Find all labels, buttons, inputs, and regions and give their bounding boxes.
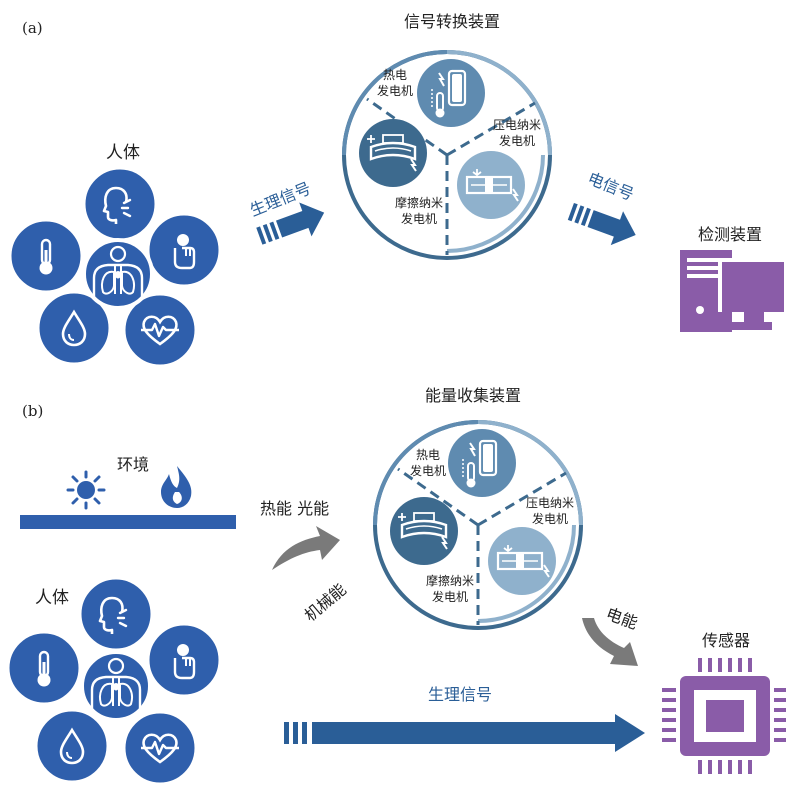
seg-piezo-2-b: 发电机 — [532, 511, 568, 526]
seg-tribo-1-a: 摩擦纳米 — [395, 195, 443, 210]
physio-signal-arrow-a: 生理信号 — [247, 179, 325, 245]
flame-icon — [161, 466, 192, 508]
seg-piezo-2-a: 发电机 — [499, 133, 535, 148]
breath-head-icon — [78, 576, 154, 652]
tribo-generator-b: 摩擦纳米 发电机 — [390, 497, 474, 604]
seg-tribo-1-b: 摩擦纳米 — [426, 573, 474, 588]
heart-pulse-icon — [122, 292, 198, 368]
chip-icon: 传感器 — [662, 631, 786, 774]
panel-b-tag: (b) — [22, 402, 43, 420]
seg-thermo-1-b: 热电 — [416, 448, 440, 462]
water-drop-icon — [36, 290, 112, 366]
computer-icon: 检测装置 — [680, 225, 784, 332]
piezo-generator-b: 压电纳米 发电机 — [488, 496, 574, 595]
panel-a-tag: (a) — [22, 19, 43, 37]
electric-signal-arrow-a: 电信号 — [567, 169, 637, 246]
lungs-body-icon — [80, 650, 152, 722]
thermometer-icon — [6, 630, 82, 706]
mech-label: 机械能 — [301, 580, 350, 625]
seg-tribo-2-b: 发电机 — [432, 589, 468, 604]
sensor-label: 传感器 — [702, 631, 750, 650]
human-label-a: 人体 — [106, 143, 140, 163]
seg-thermo-1-a: 热电 — [383, 68, 407, 82]
harvester-title: 能量收集装置 — [425, 386, 521, 405]
elec-label: 电能 — [604, 604, 641, 633]
heart-pulse-icon — [122, 710, 198, 785]
sun-icon — [66, 470, 106, 510]
ground-bar — [20, 515, 236, 529]
seg-piezo-1-b: 压电纳米 — [526, 496, 574, 510]
thermo-generator-a: 热电 发电机 — [377, 59, 485, 127]
seg-tribo-2-a: 发电机 — [401, 211, 437, 226]
seg-thermo-2-b: 发电机 — [410, 463, 446, 478]
piezo-generator-a: 压电纳米 发电机 — [457, 118, 541, 219]
detector-label: 检测装置 — [698, 225, 762, 244]
touch-hand-icon — [146, 622, 222, 698]
energy-input-arrow: 热能 光能 机械能 — [260, 499, 350, 625]
seg-piezo-1-a: 压电纳米 — [493, 118, 541, 132]
energy-harvester: 能量收集装置 热电 发电机 摩擦纳米 发电机 压电纳米 发电机 — [373, 386, 583, 630]
human-label-b: 人体 — [35, 588, 69, 608]
heat-light-label: 热能 光能 — [260, 499, 329, 518]
arrow2-label-a: 电信号 — [585, 169, 637, 205]
human-cluster-b: 人体 — [6, 576, 222, 785]
seg-thermo-2-a: 发电机 — [377, 83, 413, 98]
water-drop-icon — [34, 708, 110, 784]
physio-signal-arrow-b: 生理信号 — [284, 685, 645, 752]
thermo-generator-b: 热电 发电机 — [410, 429, 516, 497]
thermometer-icon — [8, 218, 84, 294]
env-label: 环境 — [117, 455, 149, 474]
converter-title: 信号转换装置 — [404, 12, 500, 31]
environment-group: 环境 — [20, 455, 236, 529]
arrow-label-b: 生理信号 — [428, 685, 492, 704]
lungs-body-icon — [82, 238, 154, 310]
human-cluster-a: 人体 — [8, 143, 222, 368]
touch-hand-icon — [146, 212, 222, 288]
tribo-generator-a: 摩擦纳米 发电机 — [359, 119, 443, 226]
electric-energy-arrow: 电能 — [582, 604, 640, 666]
signal-converter: 信号转换装置 热电 发电机 摩擦纳米 发电机 压电纳米 发电机 — [342, 12, 552, 260]
breath-head-icon — [82, 166, 158, 242]
